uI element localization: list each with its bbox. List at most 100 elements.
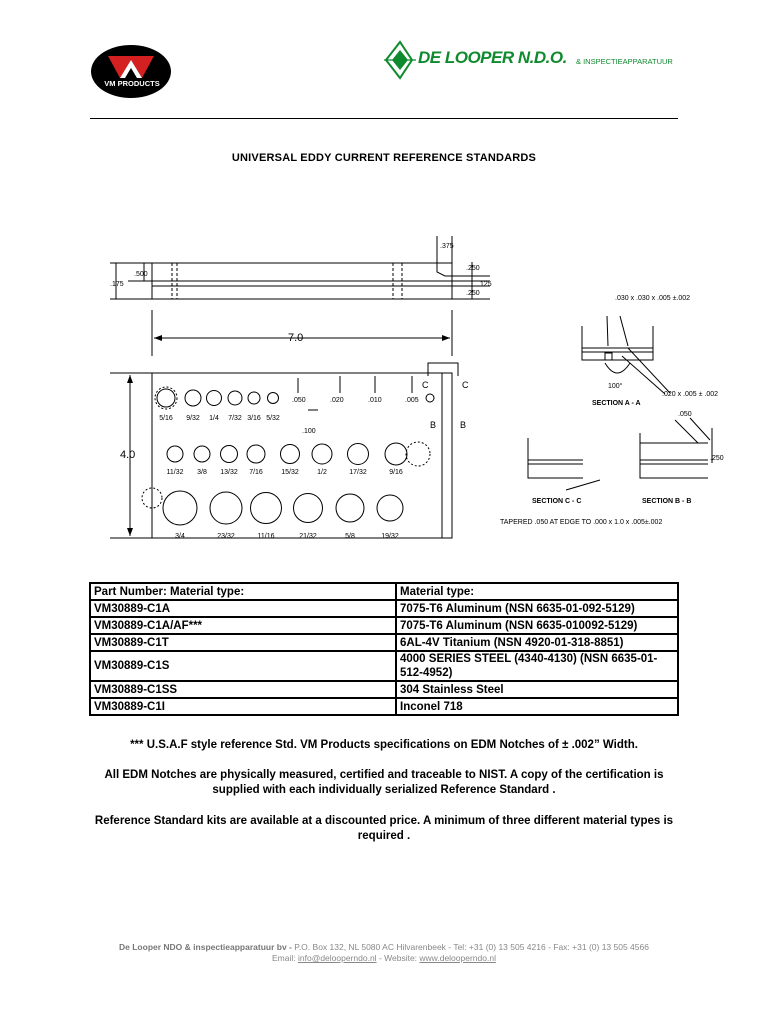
part-number-cell: VM30889-C1SS bbox=[89, 680, 397, 699]
material-cell: 7075-T6 Aluminum (NSN 6635-010092-5129) bbox=[395, 616, 679, 635]
section-b-mark-2: B bbox=[460, 420, 466, 430]
hole-2-8 bbox=[384, 442, 408, 466]
nist-note: All EDM Notches are physically measured,… bbox=[104, 769, 664, 796]
footer-email-link[interactable]: info@delooperndo.nl bbox=[298, 953, 377, 963]
hole-3-5 bbox=[335, 493, 365, 523]
hole-label: 3/4 bbox=[175, 533, 185, 540]
hole-label: 1/2 bbox=[317, 469, 327, 476]
hole-label: 11/32 bbox=[167, 469, 184, 476]
part-number-cell: VM30889-C1S bbox=[89, 650, 397, 682]
usaf-note: *** U.S.A.F style reference Std. VM Prod… bbox=[130, 739, 638, 751]
hole-1-6 bbox=[267, 392, 279, 404]
page-title: UNIVERSAL EDDY CURRENT REFERENCE STANDAR… bbox=[231, 152, 537, 164]
dashed-marker-1 bbox=[154, 386, 178, 410]
header-divider bbox=[90, 118, 678, 119]
dim-100: .100 bbox=[302, 428, 316, 435]
tapered-note: TAPERED .050 AT EDGE TO .000 x 1.0 x .00… bbox=[500, 519, 662, 526]
section-b-dim-1: .050 bbox=[678, 411, 692, 418]
vm-logo-text: VM PRODUCTS bbox=[104, 79, 160, 88]
part-number-cell: VM30889-C1A bbox=[89, 599, 397, 618]
material-cell: 4000 SERIES STEEL (4340-4130) (NSN 6635-… bbox=[395, 650, 679, 682]
section-c-mark-2: C bbox=[462, 380, 469, 390]
hole-2-2 bbox=[193, 445, 211, 463]
section-a-title: SECTION A - A bbox=[592, 400, 641, 407]
material-table: Part Number: Material type:Material type… bbox=[89, 582, 679, 716]
company-suffix: & INSPECTIEAPPARATUUR bbox=[576, 57, 673, 66]
footer-email-label: Email: bbox=[272, 953, 298, 963]
section-a-top-dim: .030 x .030 x .005 ±.002 bbox=[615, 295, 690, 302]
section-b-mark-1: B bbox=[430, 420, 436, 430]
footer-website-link[interactable]: www.delooperndo.nl bbox=[419, 953, 496, 963]
hole-3-3 bbox=[250, 492, 282, 524]
footer-address-text: P.O. Box 132, NL 5080 AC Hilvarenbeek - … bbox=[294, 942, 649, 952]
material-cell: 304 Stainless Steel bbox=[395, 680, 679, 699]
hole-label: 15/32 bbox=[281, 469, 299, 476]
dim-250b: .250 bbox=[466, 290, 480, 297]
dashed-marker-3 bbox=[141, 487, 163, 509]
hole-3-4 bbox=[293, 493, 323, 523]
part-number-cell: VM30889-C1I bbox=[89, 697, 397, 716]
hole-label: 5/8 bbox=[345, 533, 355, 540]
part-number-cell: Part Number: Material type: bbox=[89, 582, 397, 601]
material-cell: Material type: bbox=[395, 582, 679, 601]
section-c-mark-1: C bbox=[422, 380, 429, 390]
footer-contact: Email: info@delooperndo.nl - Website: ww… bbox=[60, 953, 708, 963]
dim-050: .050 bbox=[292, 397, 306, 404]
footer-address: De Looper NDO & inspectieapparatuur bv -… bbox=[60, 942, 708, 952]
hole-3-6 bbox=[376, 494, 404, 522]
hole-label: 19/32 bbox=[381, 533, 399, 540]
dim-175: .175 bbox=[110, 281, 124, 288]
hole-label: 17/32 bbox=[349, 469, 367, 476]
table-header-row: Part Number: Material type:Material type… bbox=[89, 582, 679, 601]
technical-drawing: .375 .250 125 .250 .500 .175 7.0 4.0 .05… bbox=[110, 236, 724, 540]
hole-1-5 bbox=[247, 391, 261, 405]
hole-label: 13/32 bbox=[220, 469, 238, 476]
hole-2-4 bbox=[246, 444, 266, 464]
hole-label: 3/8 bbox=[197, 469, 207, 476]
dim-020: .020 bbox=[330, 397, 344, 404]
hole-1-4 bbox=[227, 390, 243, 406]
hole-2-7 bbox=[347, 443, 369, 465]
table-row: VM30889-C1A/AF***7075-T6 Aluminum (NSN 6… bbox=[89, 616, 679, 635]
footer-website-label: - Website: bbox=[376, 953, 420, 963]
hole-1-1 bbox=[156, 388, 176, 408]
section-a-angle: 100° bbox=[608, 382, 623, 390]
dim-500: .500 bbox=[134, 271, 148, 278]
section-a-side-dim: .020 x .005 ± .002 bbox=[662, 391, 718, 398]
hole-2-3 bbox=[220, 445, 238, 463]
de-looper-logo bbox=[384, 40, 416, 80]
hole-2-1 bbox=[166, 445, 184, 463]
hole-label: 11/16 bbox=[258, 533, 275, 540]
section-b-title: SECTION B - B bbox=[642, 498, 691, 505]
section-b-dim-2: .250 bbox=[710, 455, 724, 462]
material-cell: 7075-T6 Aluminum (NSN 6635-01-092-5129) bbox=[395, 599, 679, 618]
hole-label: 21/32 bbox=[299, 533, 317, 540]
hole-label: 3/16 bbox=[247, 415, 261, 422]
hole-label: 5/16 bbox=[159, 415, 173, 422]
reference-hole bbox=[425, 393, 435, 403]
hole-label: 9/32 bbox=[186, 415, 200, 422]
dim-005: .005 bbox=[405, 397, 419, 404]
footer-company: De Looper NDO & inspectieapparatuur bv - bbox=[119, 942, 295, 952]
hole-3-2 bbox=[209, 491, 243, 525]
dim-375: .375 bbox=[440, 243, 454, 250]
hole-2-6 bbox=[311, 443, 333, 465]
dim-height: 4.0 bbox=[120, 449, 135, 461]
hole-1-3 bbox=[206, 390, 222, 406]
vm-products-logo bbox=[91, 45, 171, 98]
section-c-title: SECTION C - C bbox=[532, 498, 581, 505]
dim-125: 125 bbox=[480, 281, 492, 288]
hole-label: 7/16 bbox=[249, 469, 263, 476]
dim-length: 7.0 bbox=[288, 332, 303, 344]
dim-010: .010 bbox=[368, 397, 382, 404]
hole-label: 7/32 bbox=[228, 415, 242, 422]
hole-2-5 bbox=[280, 444, 300, 464]
part-number-cell: VM30889-C1A/AF*** bbox=[89, 616, 397, 635]
dim-250: .250 bbox=[466, 265, 480, 272]
hole-label: 1/4 bbox=[209, 415, 219, 422]
material-cell: 6AL-4V Titanium (NSN 4920-01-318-8851) bbox=[395, 633, 679, 652]
